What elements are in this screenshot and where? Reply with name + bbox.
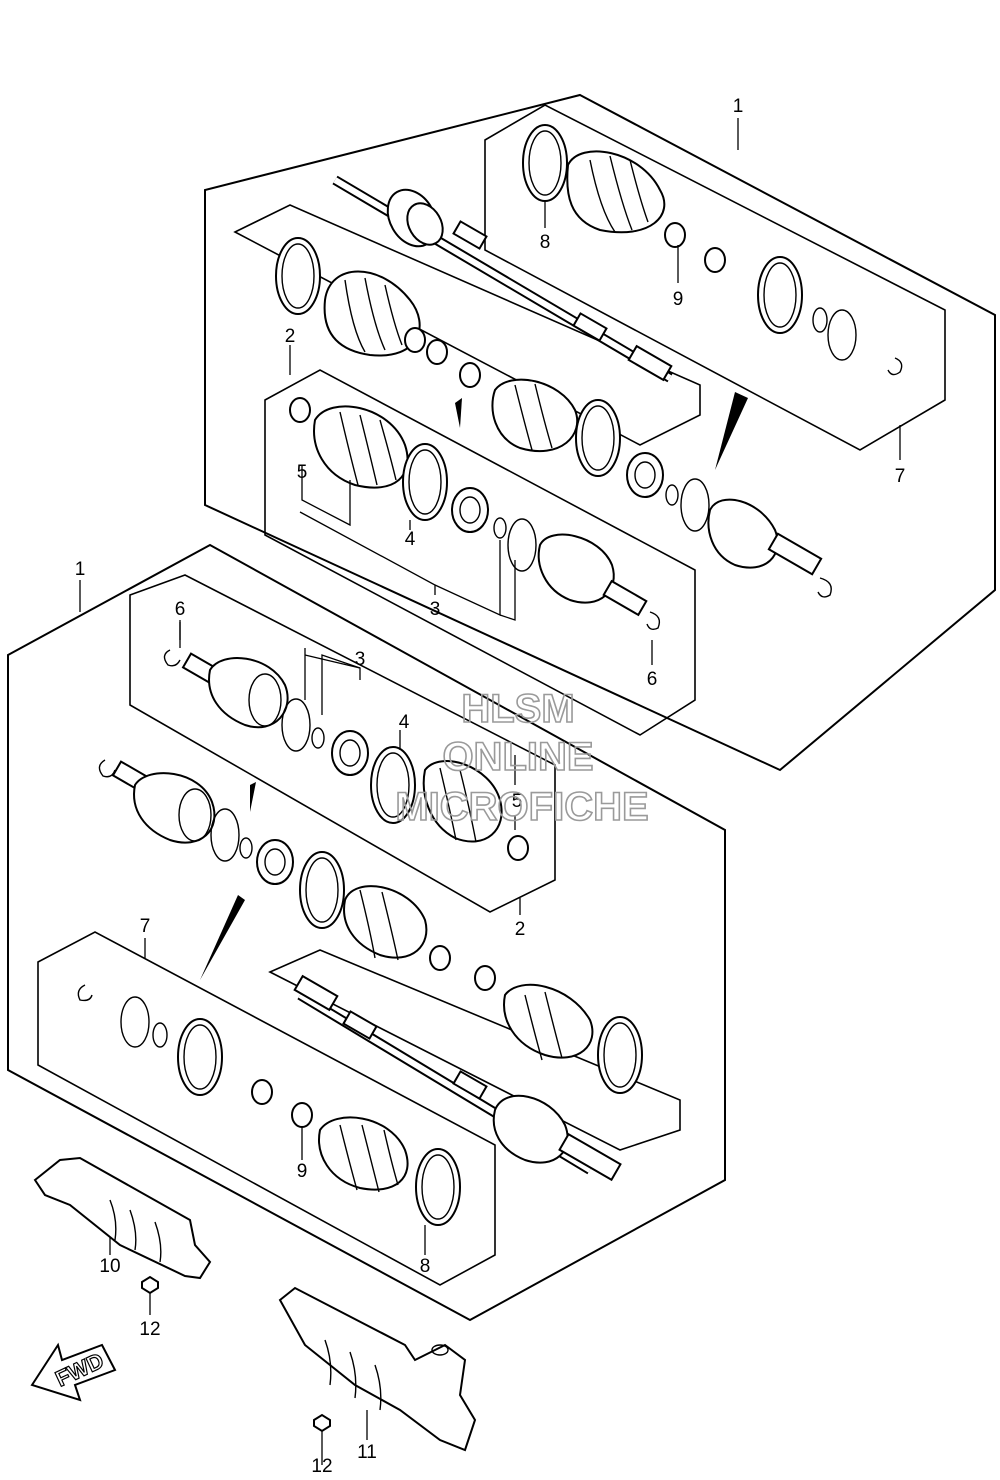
upper-assembly-frame xyxy=(204,93,996,772)
lower-assembly-frame xyxy=(7,543,726,1322)
upper-boot-kit-inner-frame xyxy=(264,369,696,736)
callout-cover-right: 11 xyxy=(357,1442,377,1463)
fwd-arrow-icon: FWD xyxy=(30,1342,117,1402)
callout-lower-band-small: 5 xyxy=(512,791,523,812)
callout-lower-boot-kit-inner: 3 xyxy=(355,649,366,670)
lower-drive-shaft xyxy=(293,974,622,1182)
upper-leader-lines xyxy=(179,118,901,665)
upper-boot-kit-inner-parts xyxy=(289,397,661,631)
upper-repair-kit-frame xyxy=(484,104,946,451)
upper-arrow-large xyxy=(715,392,748,470)
cover-right-group: 11 xyxy=(278,1286,477,1463)
upper-drive-shaft xyxy=(332,175,673,383)
callout-upper-band-a: 4 xyxy=(405,529,416,550)
callout-lower-circlip: 6 xyxy=(175,599,186,620)
cover-right xyxy=(278,1286,477,1452)
callout-upper-boot-kit-outer: 2 xyxy=(285,326,296,347)
callout-upper-repair-kit: 7 xyxy=(895,466,906,487)
callout-upper-assembly: 1 xyxy=(733,96,744,117)
watermark-line3: MICROFICHE xyxy=(395,785,648,829)
bolt-right-group: 12 xyxy=(311,1413,333,1477)
callout-upper-boot-kit-inner: 3 xyxy=(430,599,441,620)
upper-assembly-group: 1 8 9 2 7 5 4 3 6 xyxy=(179,93,996,772)
callout-upper-circlip: 6 xyxy=(647,669,658,690)
callout-lower-band-clip: 9 xyxy=(297,1161,308,1182)
upper-repair-kit-parts xyxy=(522,124,903,376)
lower-arrow-large xyxy=(200,895,245,980)
lower-boot-kit-outer-parts xyxy=(98,759,643,1094)
callout-lower-band-a: 4 xyxy=(399,712,410,733)
lower-leader-lines xyxy=(79,580,521,1465)
callout-upper-band-clip: 9 xyxy=(673,289,684,310)
cover-left xyxy=(33,1156,212,1280)
lower-repair-kit-frame xyxy=(37,931,496,1286)
bolt-right xyxy=(313,1413,331,1433)
callout-lower-repair-kit: 7 xyxy=(140,916,151,937)
lower-boot-kit-inner-parts xyxy=(163,649,529,861)
callout-lower-boot-kit-outer: 2 xyxy=(515,919,526,940)
watermark-line2: ONLINE xyxy=(442,735,593,779)
callout-upper-band-large: 8 xyxy=(540,232,551,253)
callout-lower-assembly: 1 xyxy=(75,559,86,580)
bolt-left xyxy=(141,1275,159,1295)
callout-lower-band-large: 8 xyxy=(420,1256,431,1277)
upper-boot-kit-outer-parts xyxy=(275,237,832,598)
lower-boot-kit-inner-frame xyxy=(129,574,556,913)
cover-left-group: 10 xyxy=(33,1156,212,1280)
callout-bolt-right: 12 xyxy=(311,1456,332,1477)
callout-upper-band-small: 5 xyxy=(297,462,308,483)
callout-cover-left: 10 xyxy=(99,1256,120,1277)
watermark-line1: HLSM xyxy=(461,687,574,731)
lower-assembly-group: 1 6 3 4 5 2 7 9 8 xyxy=(7,543,726,1465)
upper-arrow-small xyxy=(455,398,462,428)
bolt-left-group: 12 xyxy=(139,1275,161,1340)
lower-repair-kit-parts xyxy=(77,984,461,1226)
callout-bolt-left: 12 xyxy=(139,1319,160,1340)
watermark: HLSM ONLINE MICROFICHE xyxy=(395,686,650,830)
lower-arrow-small xyxy=(250,782,256,812)
